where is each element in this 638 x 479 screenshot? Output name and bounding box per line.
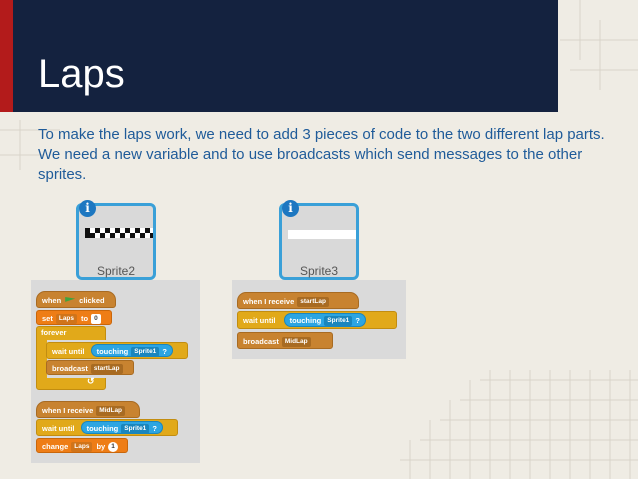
message-dropdown[interactable]: startLap bbox=[297, 297, 329, 308]
slide-title: Laps bbox=[38, 52, 125, 96]
block-label: wait until bbox=[52, 347, 85, 356]
block-label: wait until bbox=[243, 316, 276, 325]
value-input[interactable]: 1 bbox=[108, 442, 118, 453]
question-mark: ? bbox=[162, 347, 167, 356]
block-label: wait until bbox=[42, 424, 75, 433]
title-band bbox=[0, 0, 558, 112]
question-mark: ? bbox=[152, 424, 157, 433]
block-label: touching bbox=[96, 347, 129, 356]
block-label: set bbox=[42, 314, 53, 323]
value-input[interactable]: 0 bbox=[91, 314, 101, 325]
block-label: forever bbox=[41, 328, 67, 337]
sprite-dropdown[interactable]: Sprite1 bbox=[131, 347, 160, 358]
block-label: touching bbox=[289, 316, 322, 325]
slide-body-text: To make the laps work, we need to add 3 … bbox=[38, 126, 605, 183]
block-label: change bbox=[42, 442, 69, 451]
variable-dropdown[interactable]: Laps bbox=[71, 442, 93, 453]
question-mark: ? bbox=[355, 316, 360, 325]
block-label: broadcast bbox=[52, 364, 88, 373]
block-label: when I receive bbox=[42, 406, 94, 415]
message-dropdown[interactable]: startLap bbox=[90, 364, 123, 375]
block-label: broadcast bbox=[243, 337, 279, 346]
block-label: touching bbox=[86, 424, 119, 433]
variable-dropdown[interactable]: Laps bbox=[55, 314, 78, 325]
sprite-name: Sprite2 bbox=[96, 264, 136, 278]
info-icon[interactable]: i bbox=[282, 200, 299, 217]
message-dropdown[interactable]: MidLap bbox=[281, 337, 311, 348]
sprite-dropdown[interactable]: Sprite1 bbox=[121, 424, 150, 435]
sprite-name: Sprite3 bbox=[299, 264, 339, 278]
loop-arrow-icon: ↺ bbox=[87, 376, 95, 386]
block-label: when I receive bbox=[243, 297, 295, 306]
green-flag-icon bbox=[65, 297, 76, 302]
message-dropdown[interactable]: MidLap bbox=[96, 406, 126, 417]
block-label: when bbox=[42, 296, 62, 305]
white-line-thumbnail bbox=[288, 230, 356, 239]
sprite-dropdown[interactable]: Sprite1 bbox=[324, 316, 353, 327]
block-label: by bbox=[96, 442, 106, 451]
block-label: clicked bbox=[79, 296, 105, 305]
checkered-flag-thumbnail bbox=[85, 228, 153, 238]
block-label: to bbox=[81, 314, 89, 323]
accent-bar bbox=[0, 0, 13, 112]
when-flag-clicked-block[interactable]: when clicked bbox=[36, 291, 116, 308]
info-icon[interactable]: i bbox=[79, 200, 96, 217]
